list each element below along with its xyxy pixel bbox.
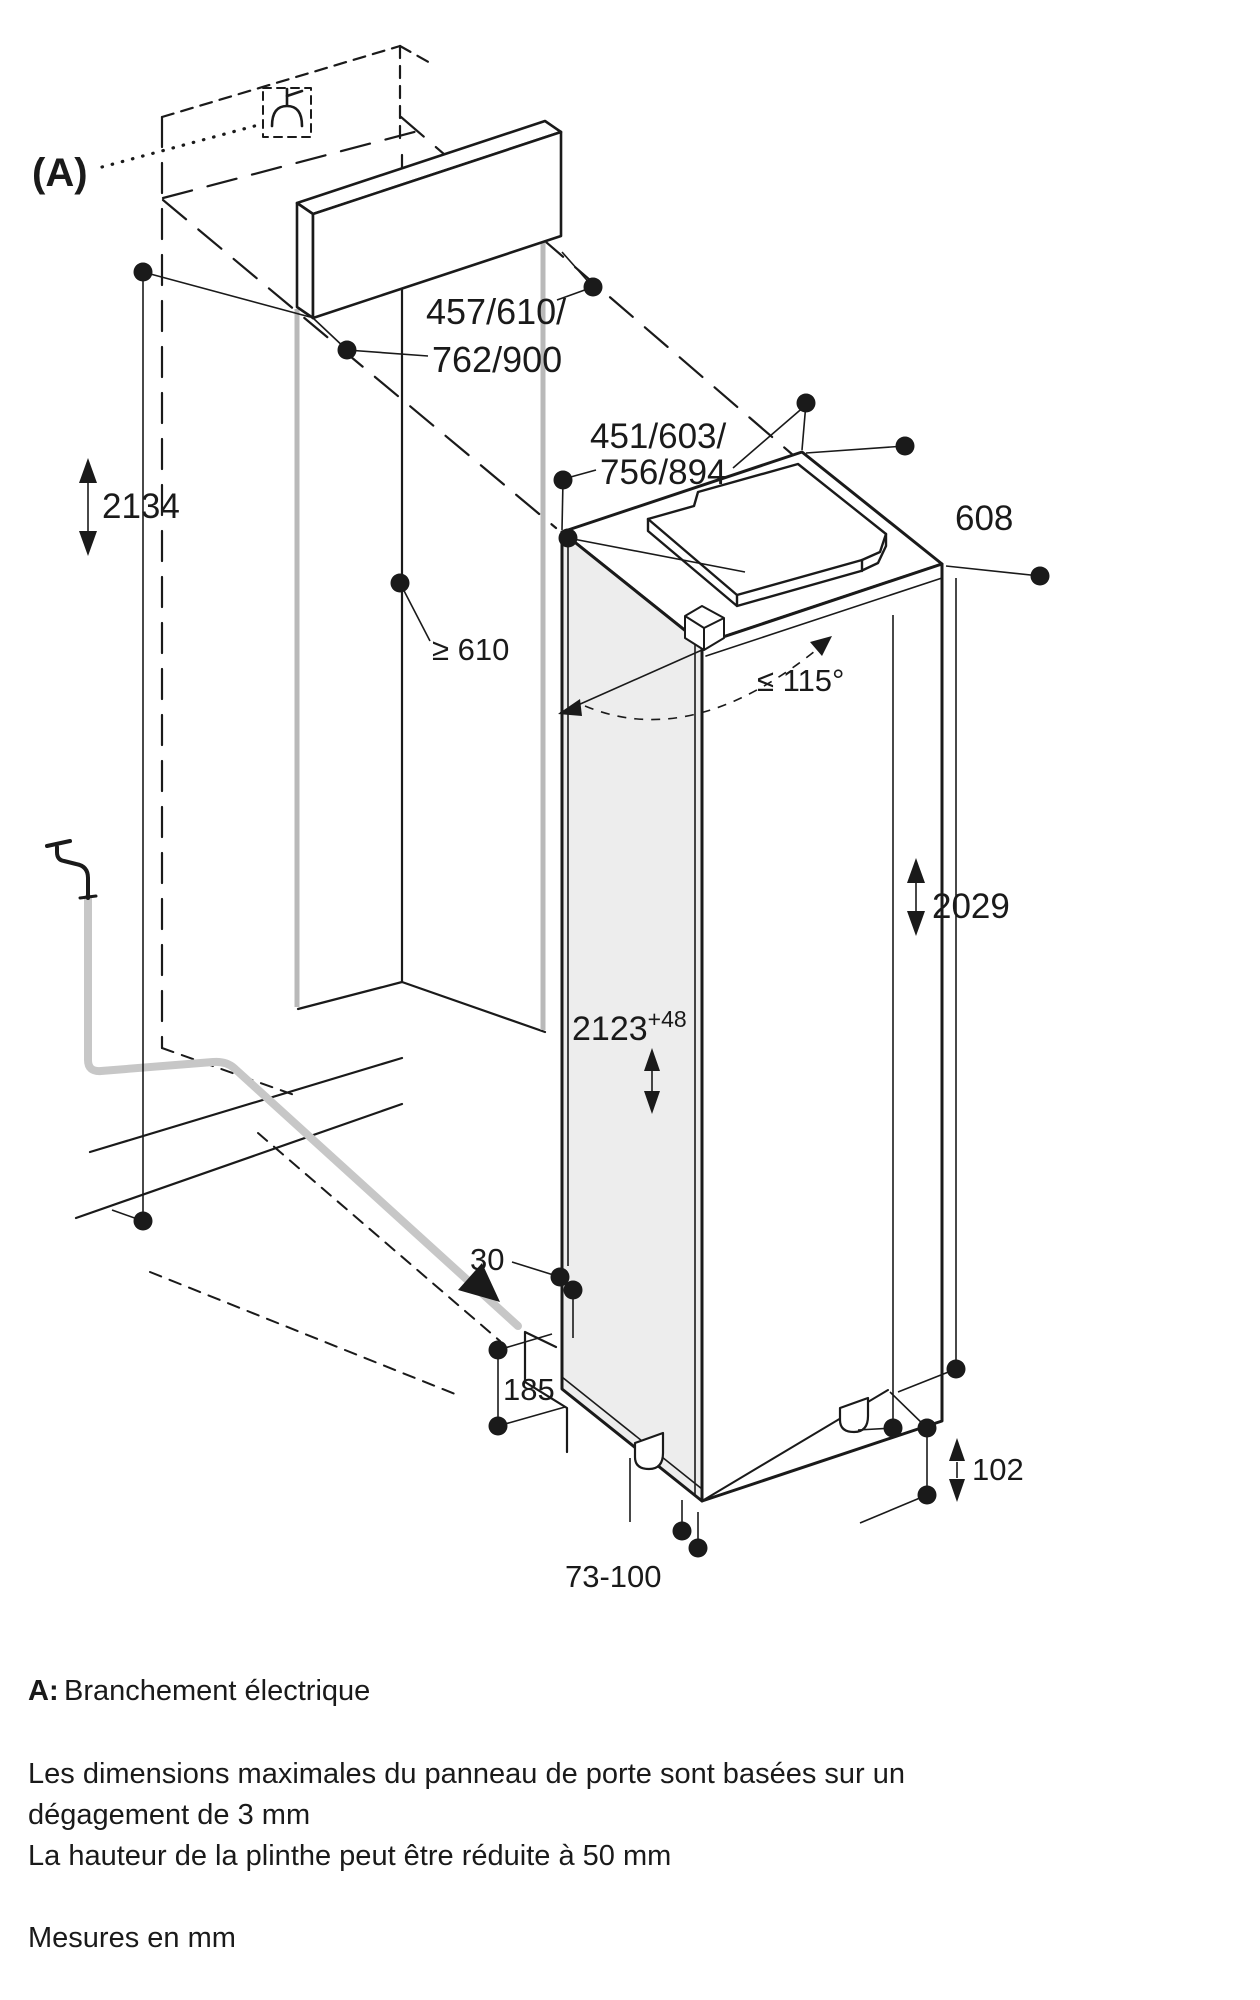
electrical-box-outline	[262, 87, 312, 138]
water-flow-arrow	[458, 1263, 500, 1302]
hinge-block	[684, 605, 725, 651]
legend-key: A:	[28, 1675, 59, 1707]
marker-label: (A)	[32, 151, 88, 195]
dim-panel-widths-line2: 762/900	[432, 339, 562, 380]
dim-depth: 608	[805, 436, 1050, 586]
dim-side-clearance-label: ≥ 610	[432, 632, 509, 667]
water-supply	[45, 839, 522, 1330]
appliance-foot-right	[838, 1396, 870, 1434]
door-panel-note-line2: dégagement de 3 mm	[28, 1799, 310, 1831]
dim-water-offset-label: 185	[503, 1372, 555, 1407]
dim-side-clearance: ≥ 610	[390, 573, 509, 667]
dim-cutout-widths: 451/603/ 756/894	[553, 393, 816, 531]
dim-plinth-height-label: 102	[972, 1452, 1024, 1487]
dim-water-offset: 185	[488, 1333, 566, 1436]
marker-dotted-leader	[100, 122, 264, 169]
dim-door-angle: ≤ 115°	[558, 636, 844, 721]
dim-depth-label: 608	[955, 499, 1013, 538]
dim-plinth-depth-label: 73-100	[565, 1559, 662, 1594]
door-panel-note-line1: Les dimensions maximales du panneau de p…	[28, 1758, 905, 1790]
door-panel	[295, 119, 563, 320]
door-panel-front-face	[311, 130, 563, 320]
dim-cutout-widths-line2: 756/894	[600, 453, 727, 492]
appliance-foot-front	[633, 1431, 665, 1471]
electrical-connection-callout: (A)	[32, 87, 312, 195]
dim-plinth-height: 102	[859, 1391, 1024, 1524]
plinth-front-line-lower	[74, 1102, 404, 1220]
door-panel-left-face	[295, 201, 315, 320]
electrical-connection-icon	[270, 87, 304, 128]
niche-floor-back-edge	[296, 980, 547, 1034]
dim-panel-widths: 457/610/ 762/900	[312, 251, 603, 380]
dim-door-angle-label: ≤ 115°	[757, 663, 844, 698]
dim-plinth-depth: 73-100	[565, 1458, 708, 1594]
plinth-front-line-upper	[88, 1056, 404, 1154]
floor-dashed-edge	[161, 1047, 301, 1098]
compressor-cover	[646, 462, 888, 608]
niche-outline	[74, 44, 795, 1397]
plinth-note: La hauteur de la plinthe peut être rédui…	[28, 1840, 671, 1872]
notes-block: A: Branchement électrique Les dimensions…	[28, 1675, 905, 1954]
dim-panel-widths-line1: 457/610/	[426, 291, 566, 332]
dim-total-height-label: 2134	[102, 487, 180, 526]
floor-dashed-diagonal-1	[257, 1132, 501, 1342]
dim-niche-height: 2123+48	[558, 528, 746, 1266]
niche-top-front-edge	[160, 44, 402, 119]
dim-rear-gap: 30	[470, 1242, 583, 1338]
door-bottom-seam	[561, 1376, 703, 1490]
legend-value: Branchement électrique	[64, 1675, 370, 1707]
compressor-cover-thickness	[646, 517, 888, 608]
dim-appliance-height: 2029	[857, 578, 1010, 1438]
appliance-right-face	[700, 562, 944, 1503]
dim-niche-height-label: 2123+48	[572, 1006, 687, 1048]
niche-depth-tick	[398, 44, 434, 66]
lid-seam-line	[705, 577, 943, 657]
units-note: Mesures en mm	[28, 1922, 236, 1954]
water-pipe	[84, 894, 522, 1330]
dim-rear-gap-label: 30	[470, 1242, 504, 1277]
water-tap-icon	[45, 839, 98, 900]
appliance	[560, 450, 944, 1503]
dim-total-height: 2134	[79, 262, 311, 1231]
dim-cutout-widths-line1: 451/603/	[590, 417, 727, 456]
floor-dashed-diagonal-2	[149, 1271, 461, 1397]
dim-appliance-height-label: 2029	[932, 887, 1010, 926]
niche-diagonal-to-appliance-left	[161, 198, 558, 530]
plinth-step	[523, 1330, 569, 1454]
